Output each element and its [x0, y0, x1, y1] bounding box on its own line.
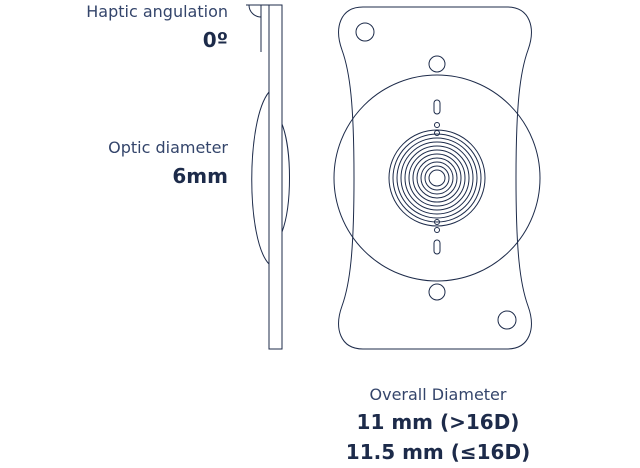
optic-side-profile-right: [281, 123, 290, 233]
optic-side-profile-left: [251, 91, 270, 265]
optic-ring: [388, 129, 486, 227]
haptic-angulation-label: Haptic angulation: [86, 2, 228, 21]
haptic-angulation-value: 0º: [202, 28, 228, 52]
dot-bottom: [434, 227, 440, 233]
overall-diameter-value: 11.5 mm (≤16D): [345, 440, 531, 464]
optic-diameter-label: Optic diameter: [108, 138, 228, 157]
optic-ring: [404, 145, 470, 211]
optic-ring: [408, 149, 466, 207]
overall-diameter-label: Overall Diameter: [369, 385, 507, 404]
haptic-side-plate: [268, 4, 283, 350]
optic-ring: [424, 165, 450, 191]
overall-diameter-value: 11 mm (>16D): [356, 410, 520, 434]
slot-bottom: [433, 239, 441, 255]
haptic-front-outline: [338, 6, 532, 350]
optic-ring: [400, 141, 474, 215]
dot-top: [434, 130, 440, 136]
hole-top: [428, 55, 446, 73]
hole-bottom: [428, 283, 446, 301]
optic-ring: [420, 161, 454, 195]
corner-hole-bottom-right: [497, 310, 517, 330]
optic-outer-ring: [333, 74, 541, 282]
optic-diameter-value: 6mm: [172, 164, 228, 188]
slot-top: [433, 99, 441, 115]
optic-ring: [416, 157, 458, 199]
dot-top: [434, 122, 440, 128]
corner-hole-top-left: [355, 22, 375, 42]
angulation-arc: [248, 4, 262, 18]
optic-ring: [396, 137, 478, 219]
optic-ring: [392, 133, 482, 223]
optic-ring: [428, 169, 446, 187]
dot-bottom: [434, 219, 440, 225]
optic-ring: [412, 153, 462, 203]
